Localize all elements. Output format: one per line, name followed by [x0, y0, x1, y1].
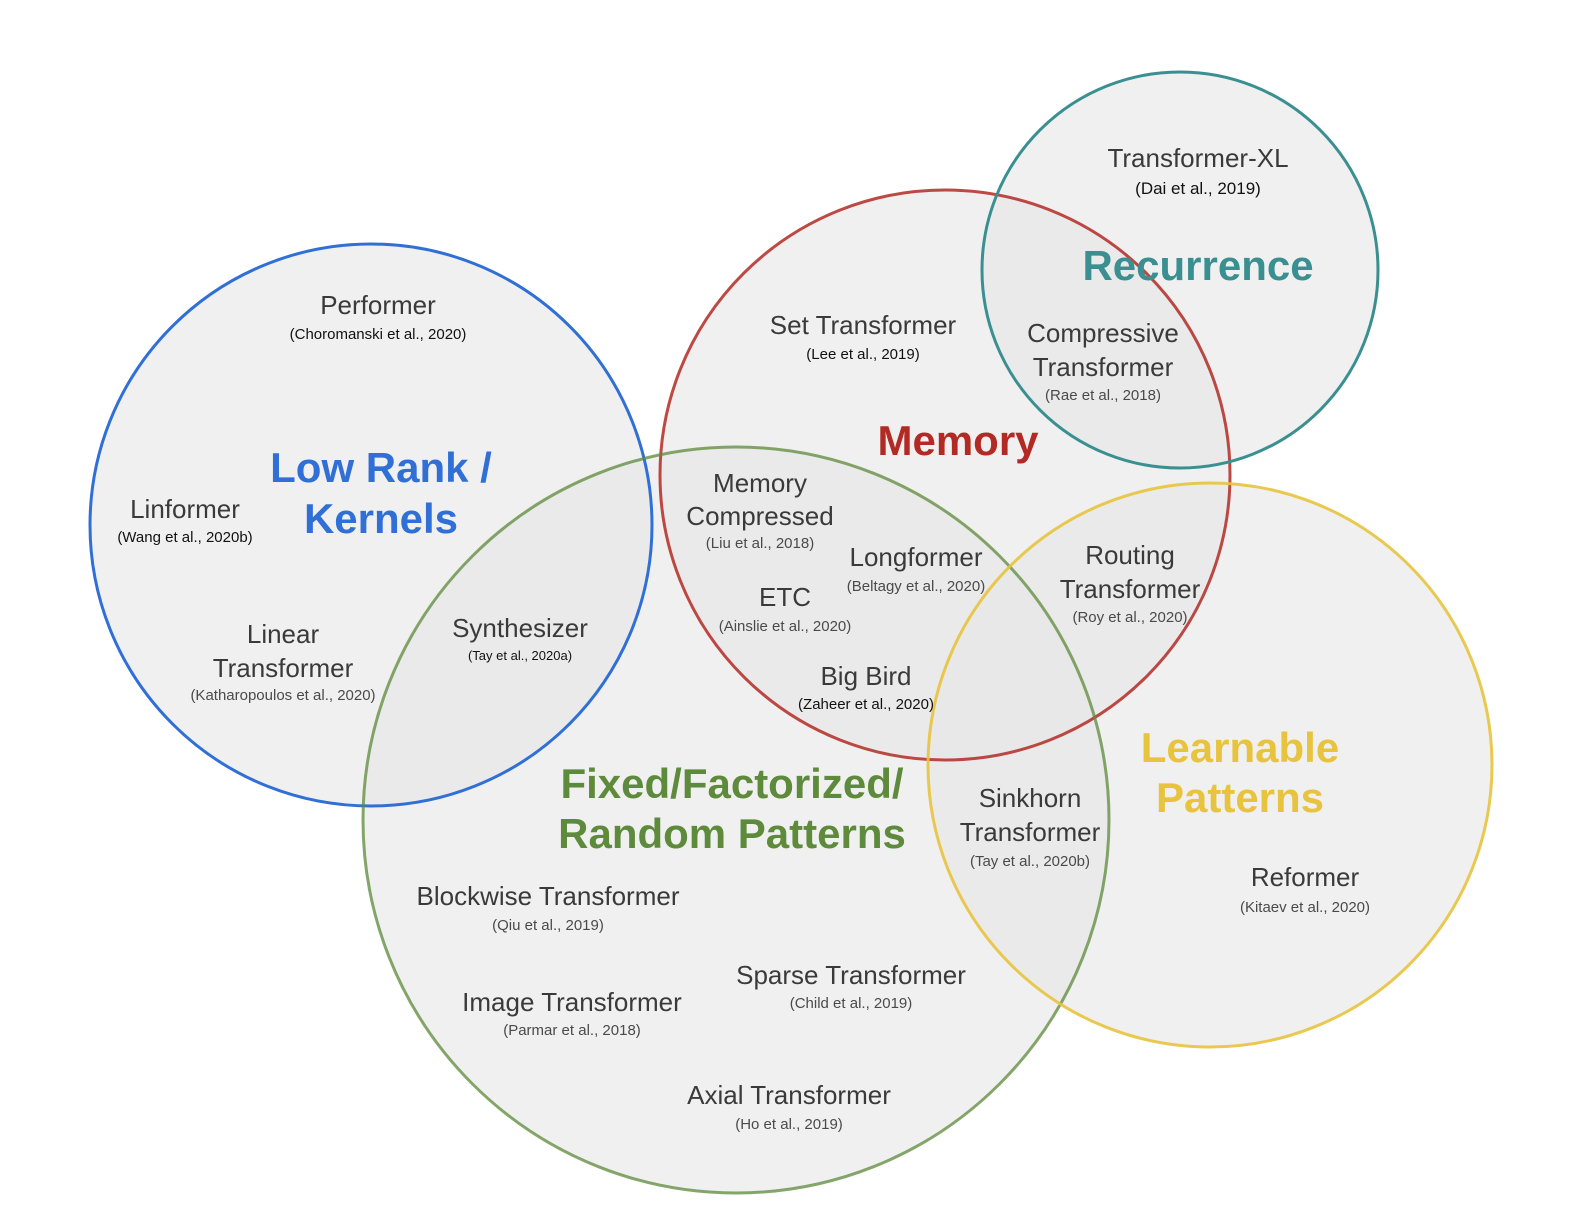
transformer-xl-name: Transformer-XL: [1107, 143, 1288, 173]
sinkhorn-cite: (Tay et al., 2020b): [970, 853, 1090, 870]
image-transformer-name: Image Transformer: [462, 987, 682, 1017]
compressive-name-line1: Compressive: [1027, 318, 1179, 348]
circle-fills: [90, 72, 1492, 1193]
etc-cite: (Ainslie et al., 2020): [719, 618, 852, 635]
reformer-cite: (Kitaev et al., 2020): [1240, 899, 1370, 916]
axial-transformer-cite: (Ho et al., 2019): [735, 1116, 843, 1133]
low-rank-label-line1: Low Rank /: [270, 444, 492, 491]
low-rank-circle: [88, 242, 654, 808]
fixed-label-line2: Random Patterns: [558, 810, 906, 857]
etc-name: ETC: [759, 582, 811, 612]
blockwise-cite: (Qiu et al., 2019): [492, 917, 604, 934]
sparse-transformer-name: Sparse Transformer: [736, 960, 966, 990]
compressive-cite: (Rae et al., 2018): [1045, 387, 1161, 404]
memory-compressed-cite: (Liu et al., 2018): [706, 535, 814, 552]
set-transformer-name: Set Transformer: [770, 310, 957, 340]
sinkhorn-name-line1: Sinkhorn: [979, 783, 1082, 813]
recurrence-label: Recurrence: [1082, 242, 1313, 289]
synthesizer-name: Synthesizer: [452, 613, 588, 643]
image-transformer-cite: (Parmar et al., 2018): [503, 1022, 641, 1039]
category-labels: Low Rank / Kernels Memory Recurrence Fix…: [270, 242, 1339, 857]
sinkhorn-name-line2: Transformer: [960, 817, 1101, 847]
recurrence-circle-fill: [982, 72, 1378, 468]
linear-transformer-name-line1: Linear: [247, 619, 320, 649]
longformer-cite: (Beltagy et al., 2020): [847, 578, 985, 595]
memory-label: Memory: [877, 417, 1039, 464]
performer-name: Performer: [320, 290, 436, 320]
longformer-name: Longformer: [850, 542, 983, 572]
big-bird-name: Big Bird: [820, 661, 911, 691]
sparse-transformer-cite: (Child et al., 2019): [790, 995, 913, 1012]
low-rank-label-line2: Kernels: [304, 495, 458, 542]
linformer-name: Linformer: [130, 494, 240, 524]
compressive-name-line2: Transformer: [1033, 352, 1174, 382]
fixed-circle-fill: [363, 447, 1109, 1193]
recurrence-circle: [980, 70, 1380, 470]
routing-cite: (Roy et al., 2020): [1072, 609, 1187, 626]
linear-transformer-cite: (Katharopoulos et al., 2020): [190, 687, 375, 704]
transformer-xl-cite: (Dai et al., 2019): [1135, 179, 1261, 198]
memory-compressed-name-line2: Compressed: [686, 501, 833, 531]
learnable-circle: [926, 481, 1494, 1049]
fixed-circle: [361, 445, 1111, 1195]
blockwise-name: Blockwise Transformer: [417, 881, 680, 911]
memory-compressed-name-line1: Memory: [713, 468, 807, 498]
big-bird-cite: (Zaheer et al., 2020): [798, 696, 934, 713]
routing-name-line2: Transformer: [1060, 574, 1201, 604]
learnable-label-line2: Patterns: [1156, 774, 1324, 821]
performer-cite: (Choromanski et al., 2020): [290, 326, 467, 343]
synthesizer-cite: (Tay et al., 2020a): [468, 648, 572, 663]
linformer-cite: (Wang et al., 2020b): [117, 529, 252, 546]
set-transformer-cite: (Lee et al., 2019): [806, 346, 919, 363]
circle-outlines: [88, 70, 1494, 1195]
routing-name-line1: Routing: [1085, 540, 1175, 570]
reformer-name: Reformer: [1251, 862, 1360, 892]
axial-transformer-name: Axial Transformer: [687, 1080, 891, 1110]
learnable-circle-fill: [928, 483, 1492, 1047]
fixed-label-line1: Fixed/Factorized/: [560, 760, 903, 807]
linear-transformer-name-line2: Transformer: [213, 653, 354, 683]
learnable-label-line1: Learnable: [1141, 724, 1339, 771]
memory-circle: [658, 188, 1232, 762]
model-labels: Performer (Choromanski et al., 2020) Lin…: [117, 143, 1370, 1133]
